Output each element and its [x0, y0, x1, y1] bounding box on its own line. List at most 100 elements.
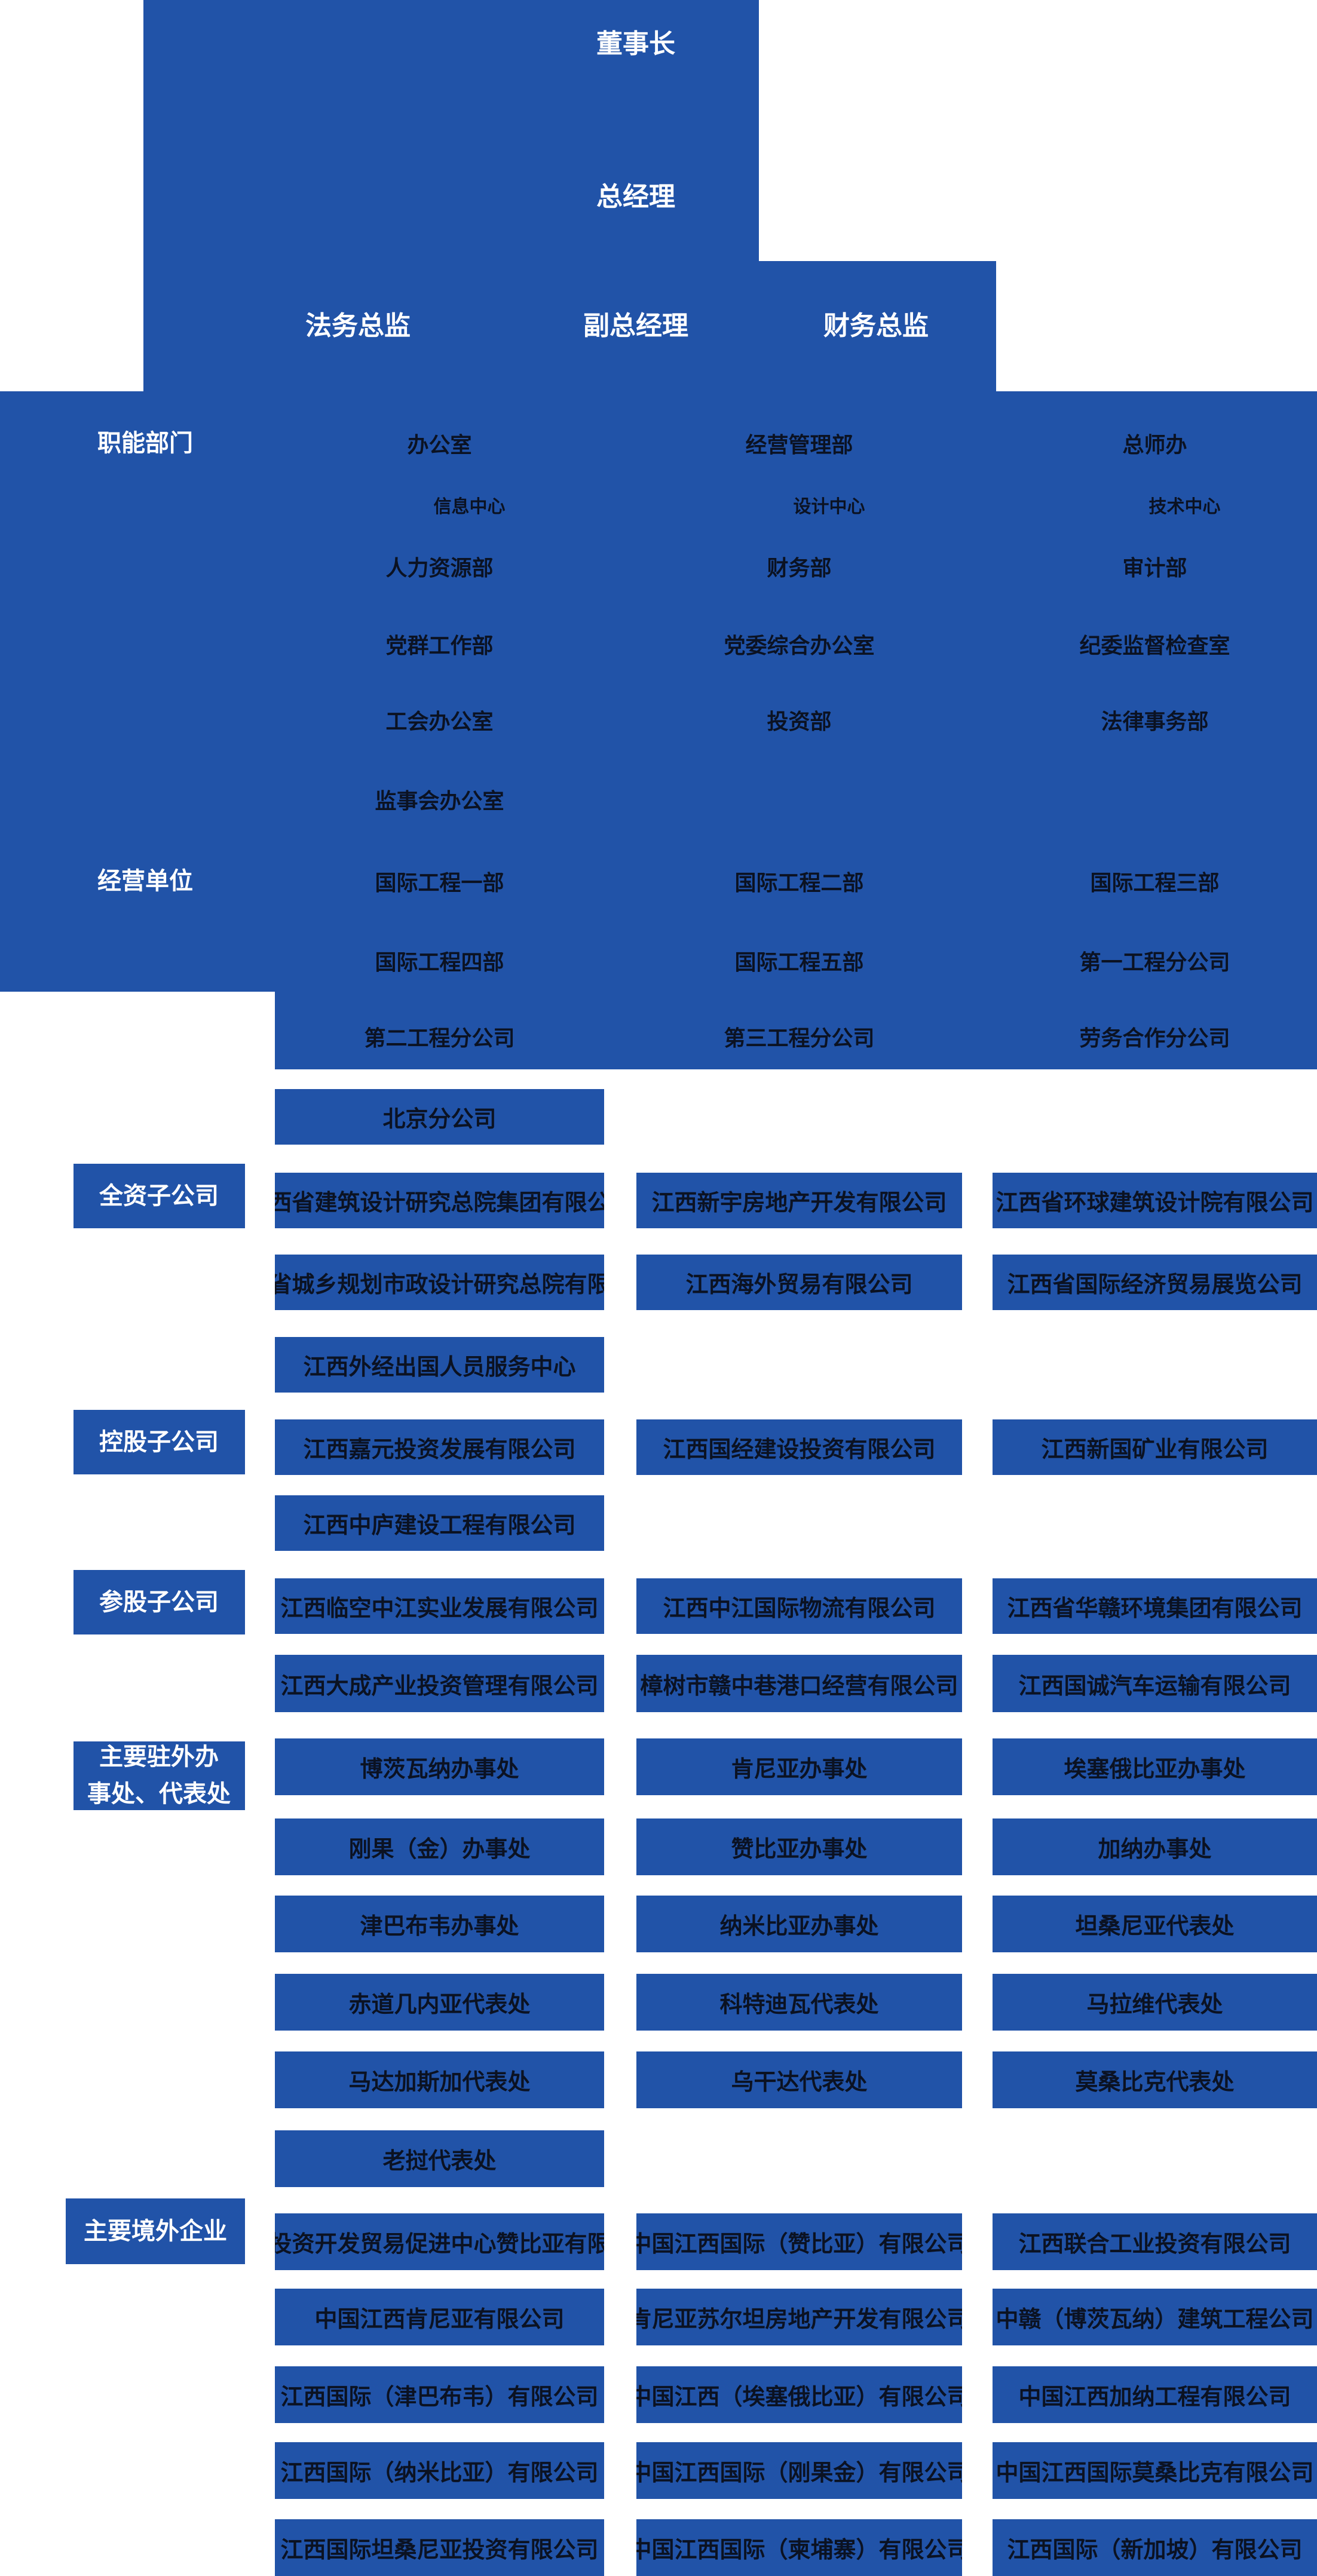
overseas-enterprises-box-label: 江西国际坦桑尼亚投资有限公司 [280, 2537, 599, 2563]
overseas-enterprises-box-label: 江西联合工业投资有限公司 [1018, 2231, 1291, 2257]
minority-stake-subsidiaries-box: 江西国诚汽车运输有限公司 [993, 1655, 1317, 1712]
business-units-item: 第一工程分公司 [1079, 950, 1230, 974]
functional-departments-item: 人力资源部 [385, 556, 494, 580]
section-label-block-minority-stake-subsidiaries [73, 1570, 245, 1634]
functional-departments-item: 监事会办公室 [375, 789, 504, 813]
holding-subsidiaries-box: 江西新国矿业有限公司 [993, 1419, 1317, 1475]
overseas-offices-box-label: 纳米比亚办事处 [719, 1913, 879, 1939]
overseas-offices-box: 老挝代表处 [275, 2130, 604, 2187]
business-units-item: 国际工程三部 [1090, 870, 1220, 895]
functional-departments-item: 信息中心 [433, 497, 506, 517]
overseas-enterprises-box-label: 中国江西国际莫桑比克有限公司 [996, 2460, 1314, 2486]
overseas-enterprises-box-label: 江西国际（纳米比亚）有限公司 [280, 2460, 599, 2486]
overseas-enterprises-box-label: 中国江西国际（刚果金）有限公司 [636, 2460, 962, 2486]
overseas-offices-box-label: 赞比亚办事处 [731, 1836, 868, 1862]
overseas-offices-box: 加纳办事处 [993, 1818, 1317, 1875]
overseas-offices-box-label: 乌干达代表处 [731, 2069, 868, 2095]
minority-stake-subsidiaries-box: 江西省华赣环境集团有限公司 [993, 1578, 1317, 1634]
section-label-minority-stake-subsidiaries: 参股子公司 [99, 1589, 219, 1615]
business-units-item: 国际工程二部 [734, 870, 864, 895]
functional-departments-item: 工会办公室 [385, 709, 494, 734]
wholly-owned-subsidiaries-box: 江西新宇房地产开发有限公司 [636, 1172, 962, 1228]
overseas-enterprises-box-label: 中国江西加纳工程有限公司 [1018, 2384, 1291, 2410]
overseas-enterprises-box-label: 中国江西国际（柬埔寨）有限公司 [636, 2537, 962, 2563]
overseas-enterprises-box: 中国江西加纳工程有限公司 [993, 2366, 1317, 2423]
functional-departments-item: 经营管理部 [745, 433, 853, 457]
functional-departments-item: 总师办 [1122, 433, 1187, 457]
section-label-overseas-enterprises: 主要境外企业 [84, 2218, 227, 2244]
overseas-enterprises-box: 中国投资开发贸易促进中心赞比亚有限公司 [275, 2213, 604, 2270]
overseas-offices-box: 刚果（金）办事处 [275, 1818, 604, 1875]
overseas-enterprises-box: 中赣（博茨瓦纳）建筑工程公司 [993, 2288, 1317, 2345]
functional-departments-item: 技术中心 [1148, 497, 1221, 517]
overseas-offices-box-label: 马拉维代表处 [1086, 1992, 1223, 2017]
overseas-offices-box-label: 刚果（金）办事处 [348, 1836, 531, 1862]
wholly-owned-subsidiaries-box: 江西省环球建筑设计院有限公司 [993, 1172, 1317, 1228]
section-label-holding-subsidiaries: 控股子公司 [99, 1429, 219, 1455]
section-label-business-units: 经营单位 [97, 868, 193, 894]
holding-subsidiaries-box-label: 江西新国矿业有限公司 [1041, 1437, 1269, 1462]
overseas-enterprises-box: 江西国际（纳米比亚）有限公司 [275, 2442, 604, 2499]
holding-subsidiaries-box: 江西嘉元投资发展有限公司 [275, 1419, 604, 1475]
functional-departments-item: 投资部 [767, 709, 832, 734]
business-units-item: 第三工程分公司 [724, 1026, 875, 1050]
overseas-offices-box: 马拉维代表处 [993, 1973, 1317, 2031]
overseas-enterprises-box: 中国江西肯尼亚有限公司 [275, 2288, 604, 2345]
overseas-offices-box: 纳米比亚办事处 [636, 1895, 962, 1952]
minority-stake-subsidiaries-box-label: 樟树市赣中巷港口经营有限公司 [640, 1673, 958, 1699]
minority-stake-subsidiaries-box-label: 江西临空中江实业发展有限公司 [280, 1596, 599, 1621]
overseas-offices-box: 赞比亚办事处 [636, 1818, 962, 1875]
overseas-enterprises-box-label: 江西国际（津巴布韦）有限公司 [280, 2384, 599, 2410]
overseas-enterprises-box-label: 肯尼亚苏尔坦房地产开发有限公司 [636, 2307, 962, 2332]
overseas-offices-box-label: 科特迪瓦代表处 [719, 1992, 879, 2017]
section-label-wholly-owned-subsidiaries: 全资子公司 [99, 1183, 219, 1209]
minority-stake-subsidiaries-box-label: 江西大成产业投资管理有限公司 [280, 1673, 599, 1699]
overseas-offices-box: 津巴布韦办事处 [275, 1895, 604, 1952]
overseas-enterprises-box: 江西国际（新加坡）有限公司 [993, 2519, 1317, 2576]
finance-director-block [759, 261, 996, 391]
wholly-owned-subsidiaries-box-label: 江西新宇房地产开发有限公司 [651, 1190, 947, 1216]
wholly-owned-subsidiaries-box: 江西省城乡规划市政设计研究总院有限公司 [275, 1254, 604, 1310]
overseas-offices-box: 埃塞俄比亚办事处 [993, 1738, 1317, 1795]
functional-departments-item: 党委综合办公室 [724, 633, 875, 658]
functional-departments-item: 党群工作部 [385, 633, 494, 658]
minority-stake-subsidiaries-box-label: 江西中江国际物流有限公司 [663, 1596, 936, 1621]
wholly-owned-subsidiaries-box-label: 江西省城乡规划市政设计研究总院有限公司 [275, 1272, 604, 1298]
minority-stake-subsidiaries-box-label: 江西国诚汽车运输有限公司 [1018, 1673, 1291, 1699]
overseas-offices-box: 坦桑尼亚代表处 [993, 1895, 1317, 1952]
business-units-item: 第二工程分公司 [364, 1026, 515, 1050]
legal-director-title: 法务总监 [305, 311, 411, 341]
overseas-enterprises-box-label: 中国江西国际（赞比亚）有限公司 [636, 2231, 962, 2257]
trunk-block [143, 0, 759, 391]
overseas-enterprises-box: 中国江西国际莫桑比克有限公司 [993, 2442, 1317, 2499]
minority-stake-subsidiaries-box: 江西中江国际物流有限公司 [636, 1578, 962, 1634]
deputy-general-manager-title: 副总经理 [583, 311, 688, 341]
overseas-enterprises-box: 中国江西国际（赞比亚）有限公司 [636, 2213, 962, 2270]
overseas-offices-box-label: 埃塞俄比亚办事处 [1064, 1756, 1246, 1782]
minority-stake-subsidiaries-box-label: 江西省华赣环境集团有限公司 [1007, 1596, 1303, 1621]
overseas-offices-box-label: 博茨瓦纳办事处 [360, 1756, 519, 1782]
section-label-block-holding-subsidiaries [73, 1410, 245, 1474]
functional-departments-item: 财务部 [767, 556, 832, 580]
section-label-block-overseas-enterprises [66, 2198, 245, 2264]
wholly-owned-subsidiaries-box: 江西省国际经济贸易展览公司 [993, 1254, 1317, 1310]
business-units-item: 劳务合作分公司 [1079, 1026, 1230, 1050]
wholly-owned-subsidiaries-box: 江西海外贸易有限公司 [636, 1254, 962, 1310]
finance-director-title: 财务总监 [823, 311, 929, 341]
wholly-owned-subsidiaries-box-label: 江西外经出国人员服务中心 [303, 1354, 576, 1380]
overseas-offices-box: 博茨瓦纳办事处 [275, 1738, 604, 1795]
business-units-box: 北京分公司 [275, 1088, 604, 1145]
overseas-enterprises-box: 江西联合工业投资有限公司 [993, 2213, 1317, 2270]
minority-stake-subsidiaries-box: 江西临空中江实业发展有限公司 [275, 1578, 604, 1634]
sub-band [275, 989, 1317, 1069]
overseas-offices-box-label: 坦桑尼亚代表处 [1075, 1913, 1235, 1939]
overseas-enterprises-box-label: 江西国际（新加坡）有限公司 [1007, 2537, 1303, 2563]
overseas-offices-box-label: 赤道几内亚代表处 [348, 1992, 531, 2017]
holding-subsidiaries-box-label: 江西中庐建设工程有限公司 [303, 1513, 576, 1538]
business-units-item: 国际工程一部 [375, 870, 504, 895]
overseas-offices-box: 肯尼亚办事处 [636, 1738, 962, 1795]
overseas-enterprises-box-label: 中国江西（埃塞俄比亚）有限公司 [636, 2384, 962, 2410]
overseas-offices-box: 莫桑比克代表处 [993, 2051, 1317, 2108]
holding-subsidiaries-box-label: 江西国经建设投资有限公司 [663, 1437, 936, 1462]
